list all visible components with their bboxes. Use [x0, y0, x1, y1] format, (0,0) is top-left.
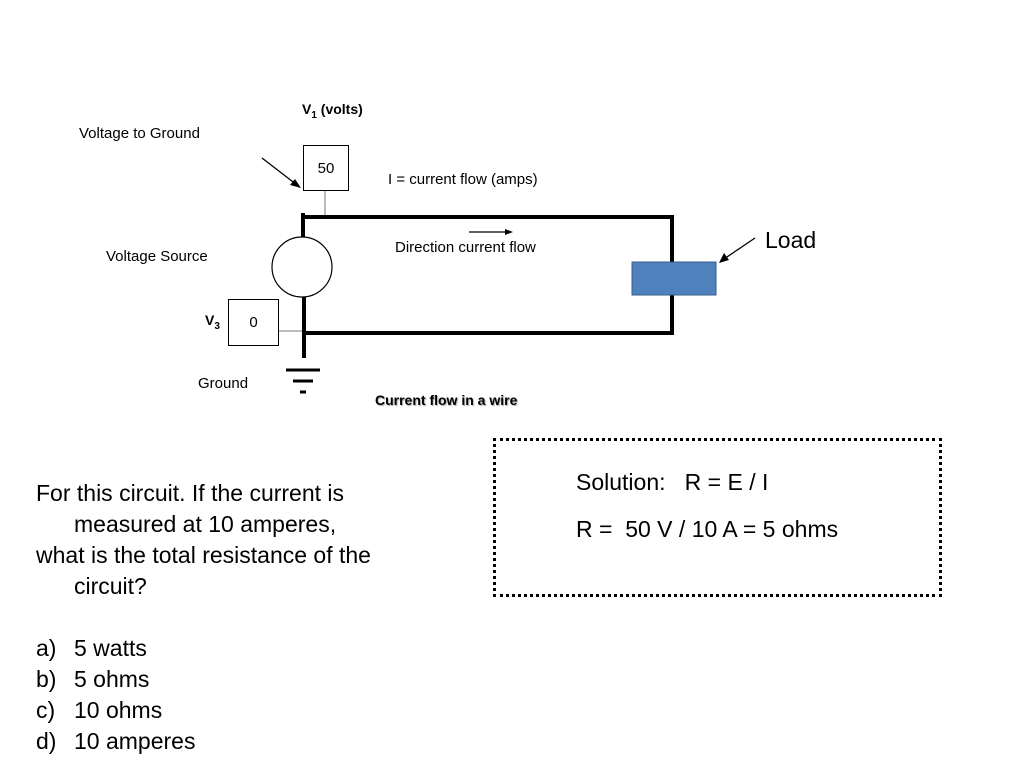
v3-value-box: 0: [228, 299, 279, 346]
question-block: For this circuit. If the current is meas…: [36, 478, 456, 757]
current-flow-label: I = current flow (amps): [388, 171, 538, 188]
load-arrowhead: [719, 253, 729, 263]
option-text: 5 watts: [74, 635, 147, 661]
solution-box: Solution: R = E / I R = 50 V / 10 A = 5 …: [493, 438, 942, 597]
question-line-3: what is the total resistance of the: [36, 542, 371, 568]
diagram-caption: Current flow in a wire: [375, 392, 518, 408]
option-text: 10 amperes: [74, 728, 196, 754]
v3-label-main: V: [205, 312, 215, 328]
question-line-4: circuit?: [74, 573, 147, 599]
v1-label-main: V: [302, 101, 312, 117]
answer-option-b: b) 5 ohms: [36, 664, 456, 695]
option-letter: d): [36, 728, 57, 754]
direction-current-flow-label: Direction current flow: [395, 239, 536, 256]
v1-label-sub: 1: [311, 109, 317, 121]
v1-value-box: 50: [303, 145, 349, 191]
v3-label-sub: 3: [214, 320, 220, 332]
solution-line-1: Solution: R = E / I: [576, 469, 769, 495]
v1-label: V1 (volts): [302, 101, 363, 121]
question-line-2: measured at 10 amperes,: [74, 511, 337, 537]
option-letter: b): [36, 666, 57, 692]
voltage-source-symbol: [271, 236, 333, 298]
answer-option-d: d) 10 amperes: [36, 726, 456, 757]
ground-label: Ground: [198, 375, 249, 392]
answer-option-a: a) 5 watts: [36, 633, 456, 664]
direction-arrowhead: [505, 229, 513, 235]
load-label: Load: [765, 227, 817, 253]
answer-option-c: c) 10 ohms: [36, 695, 456, 726]
voltage-to-ground-arrow: [261, 157, 298, 186]
question-line-1: For this circuit. If the current is: [36, 480, 345, 506]
load-resistor: [631, 261, 717, 296]
option-letter: a): [36, 635, 57, 661]
voltage-source-label: Voltage Source: [106, 248, 208, 265]
v3-label: V3: [205, 312, 220, 332]
solution-line-2: R = 50 V / 10 A = 5 ohms: [576, 516, 839, 542]
load-arrow: [723, 237, 756, 260]
option-text: 5 ohms: [74, 666, 150, 692]
voltage-to-ground-arrowhead: [290, 179, 301, 188]
voltage-to-ground-label: Voltage to Ground: [79, 125, 200, 142]
v1-label-unit: (volts): [316, 101, 363, 117]
option-letter: c): [36, 697, 56, 723]
option-text: 10 ohms: [74, 697, 163, 723]
